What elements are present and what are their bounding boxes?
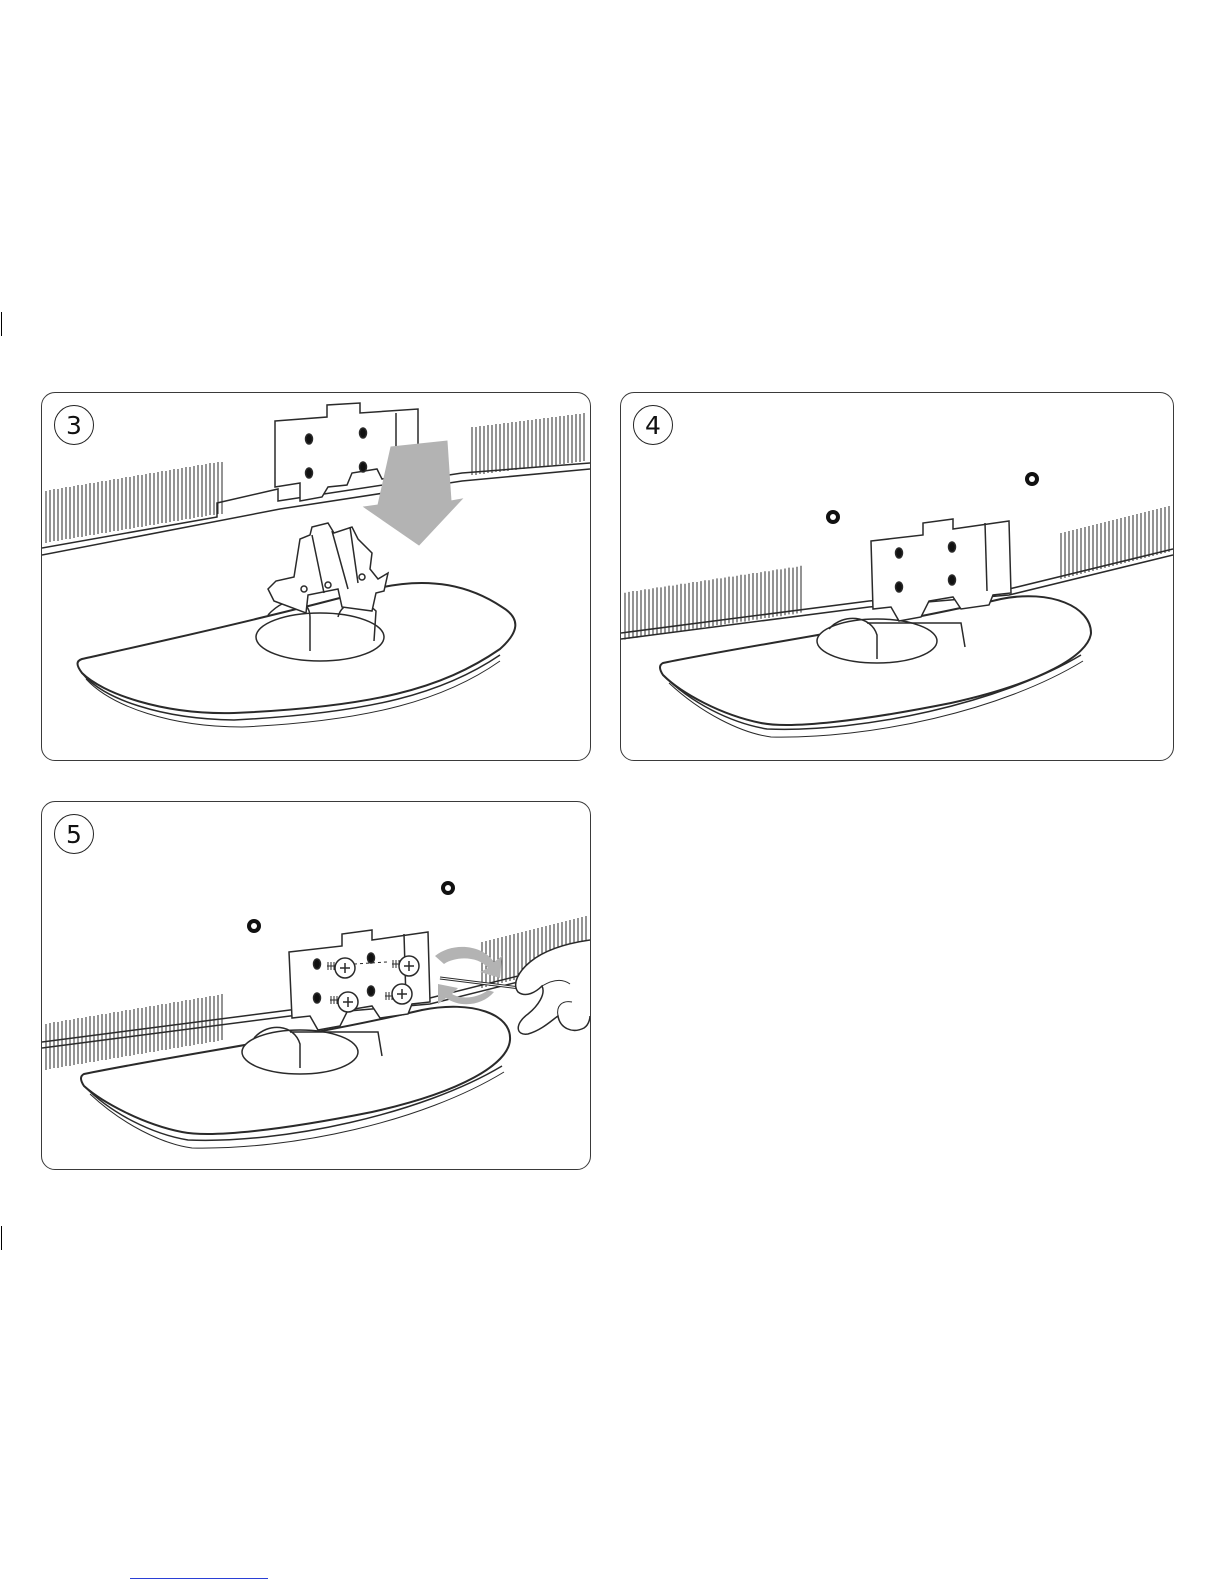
tv-vent-right xyxy=(1061,506,1169,579)
footer-link-underline[interactable] xyxy=(130,1578,268,1579)
stand-base xyxy=(78,523,516,727)
screwdriver-icon xyxy=(440,978,520,988)
step-4-panel: 4 xyxy=(620,392,1174,761)
step-5-panel: 5 xyxy=(41,801,591,1170)
step-number-badge: 4 xyxy=(633,405,673,445)
step-4-illustration xyxy=(621,393,1173,760)
rotate-arrow-icon xyxy=(435,947,502,1004)
step-3-panel: 3 xyxy=(41,392,591,761)
step-3-illustration xyxy=(42,393,590,760)
step-number-badge: 3 xyxy=(54,405,94,445)
step-number-badge: 5 xyxy=(54,814,94,854)
hand-icon xyxy=(516,940,590,1034)
crop-mark-top xyxy=(1,312,2,336)
tv-vent-left xyxy=(46,462,222,543)
crop-mark-bottom xyxy=(1,1226,2,1250)
tv-vent-right xyxy=(472,413,584,475)
step-5-illustration xyxy=(42,802,590,1169)
